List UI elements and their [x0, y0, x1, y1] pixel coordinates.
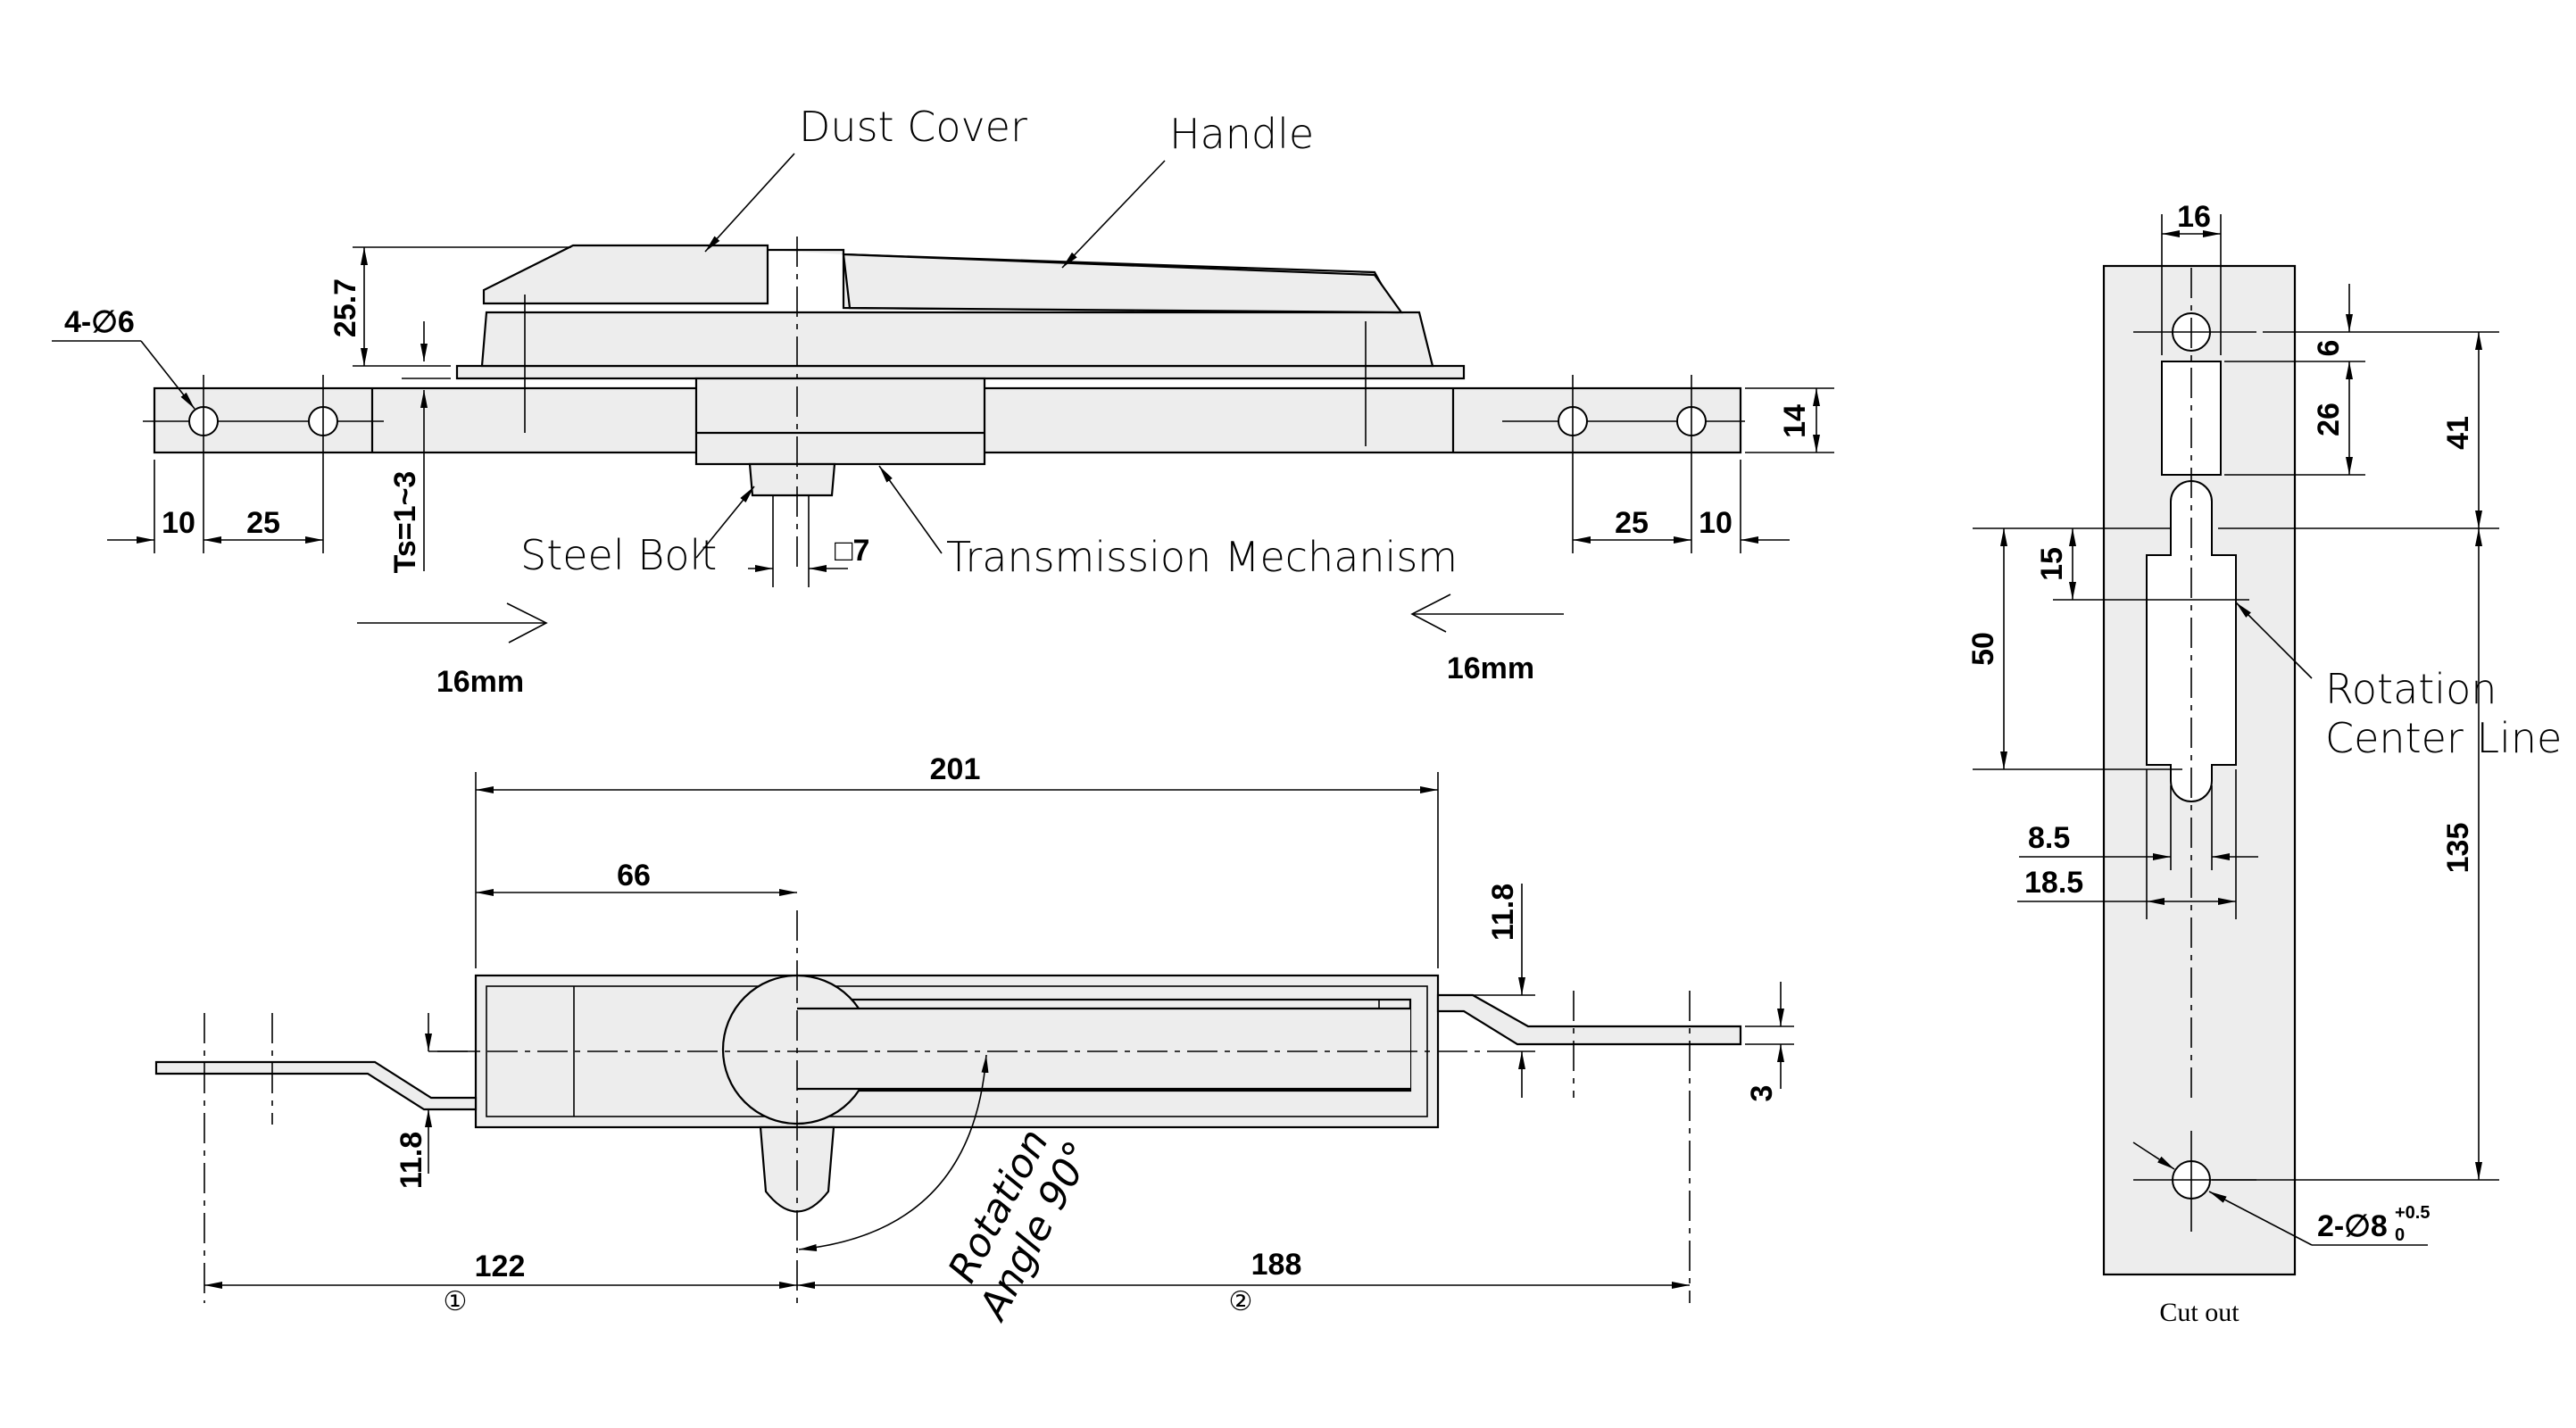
rotation-angle-label: Rotation Angle 90° — [940, 1122, 1102, 1329]
travel-left: 16mm — [436, 665, 524, 699]
dim-holes-4x6: 4-∅6 — [64, 305, 135, 339]
travel-arrow-right-icon — [357, 602, 548, 643]
dim-25-7: 25.7 — [328, 278, 362, 337]
tolerance-upper: +0.5 — [2395, 1203, 2430, 1223]
marker-2: ② — [1229, 1286, 1253, 1317]
dim-right-10: 10 — [1699, 506, 1733, 540]
dim-square-7: □7 — [835, 534, 869, 568]
dim-right-25: 25 — [1615, 506, 1649, 540]
dim-26: 26 — [2312, 403, 2346, 436]
callout-transmission: Transmission Mechanism — [946, 533, 1458, 581]
cutout-title: Cut out — [2159, 1298, 2239, 1327]
dim-16: 16 — [2177, 200, 2211, 234]
dim-66: 66 — [617, 859, 651, 892]
dim-122: 122 — [475, 1250, 526, 1283]
dim-14: 14 — [1778, 404, 1812, 438]
rotation-arc — [798, 1054, 989, 1251]
transmission-mechanism — [694, 377, 986, 466]
callout-center-line: Center Line — [2325, 714, 2562, 762]
dim-holes-2x8: 2-∅8 — [2317, 1209, 2388, 1243]
dim-18-5: 18.5 — [2024, 866, 2083, 900]
dust-cover — [482, 244, 769, 305]
dim-41: 41 — [2441, 416, 2475, 450]
handle-lever — [842, 253, 1404, 314]
callout-steel-bolt: Steel Bolt — [520, 531, 717, 579]
travel-arrow-left-icon — [1410, 594, 1564, 633]
dim-11-8-left: 11.8 — [395, 1132, 428, 1189]
steel-bolt — [748, 462, 836, 497]
flange — [455, 364, 1466, 380]
body — [480, 311, 1434, 368]
cutout-view: 16 6 26 41 135 15 50 Rotation Center Lin… — [1966, 200, 2562, 1327]
callout-handle: Handle — [1169, 110, 1314, 158]
marker-1: ① — [444, 1286, 468, 1317]
dim-3: 3 — [1745, 1085, 1779, 1102]
dim-ts: Ts=1~3 — [388, 471, 422, 574]
dim-left-25: 25 — [246, 506, 280, 540]
top-view: 25.7 Ts=1~3 4-∅6 10 25 25 10 14 □7 — [52, 103, 1834, 699]
dim-11-8-right: 11.8 — [1486, 884, 1520, 941]
dim-15: 15 — [2035, 547, 2069, 581]
dim-188: 188 — [1251, 1248, 1302, 1282]
callout-dust-cover: Dust Cover — [799, 103, 1027, 151]
dim-left-10: 10 — [162, 506, 195, 540]
dim-8-5: 8.5 — [2028, 821, 2070, 855]
front-view: 201 66 11.8 11.8 3 122 ① 188 ② Rotation — [154, 752, 1794, 1329]
callout-rotation: Rotation — [2325, 665, 2497, 713]
dim-201: 201 — [930, 752, 981, 786]
travel-right: 16mm — [1447, 652, 1534, 685]
dim-6: 6 — [2312, 340, 2346, 357]
dim-50: 50 — [1966, 632, 2000, 666]
dim-135: 135 — [2441, 823, 2475, 874]
right-rod — [1436, 993, 1742, 1046]
tolerance-lower: 0 — [2395, 1225, 2405, 1245]
